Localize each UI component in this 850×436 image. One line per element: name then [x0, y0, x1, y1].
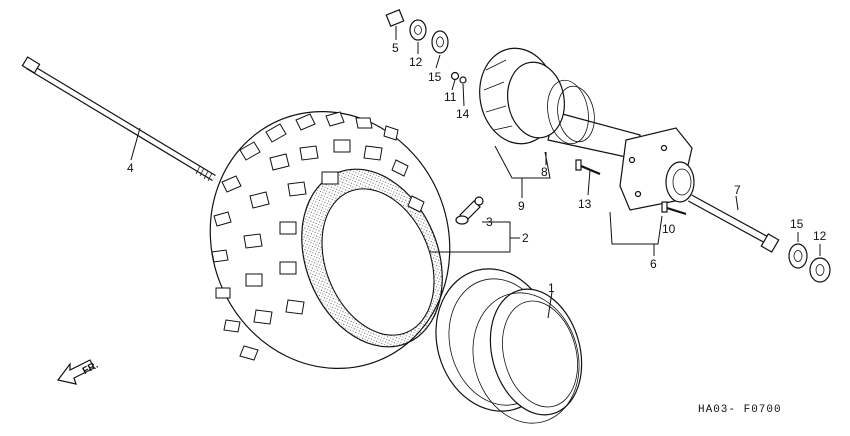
callout-10: 10 — [662, 222, 676, 236]
hub-shaft — [688, 194, 780, 253]
axle — [21, 56, 216, 182]
tire — [209, 111, 451, 369]
callout-8: 8 — [541, 165, 548, 179]
bearings-seals — [385, 9, 831, 283]
callout-9: 9 — [518, 199, 525, 213]
callout-5: 5 — [392, 41, 399, 55]
callout-7: 7 — [734, 183, 741, 197]
hub — [619, 127, 695, 211]
callout-1: 1 — [548, 281, 555, 295]
tread-lugs — [211, 111, 425, 361]
callout-15-right: 15 — [790, 217, 804, 231]
callout-4: 4 — [127, 161, 134, 175]
axle-housing — [479, 47, 641, 161]
callout-3: 3 — [486, 215, 493, 229]
front-direction-arrow: FR. — [56, 359, 101, 385]
callout-13: 13 — [578, 197, 592, 211]
callout-2: 2 — [522, 231, 529, 245]
callout-6: 6 — [650, 257, 657, 271]
valve — [455, 196, 484, 225]
bolts — [575, 159, 687, 216]
wheel-rim — [435, 268, 583, 424]
callout-12-left: 12 — [409, 55, 423, 69]
callout-11: 11 — [444, 90, 457, 104]
callout-labels: 1 2 3 4 5 6 7 8 9 10 11 12 12 13 14 15 1… — [127, 41, 827, 295]
callout-12-right: 12 — [813, 229, 827, 243]
direction-label: FR. — [81, 360, 101, 377]
drawing-code: HA03- F0700 — [698, 404, 782, 416]
callout-14: 14 — [456, 107, 470, 121]
callout-15-left: 15 — [428, 70, 442, 84]
leader-lines — [130, 26, 821, 319]
